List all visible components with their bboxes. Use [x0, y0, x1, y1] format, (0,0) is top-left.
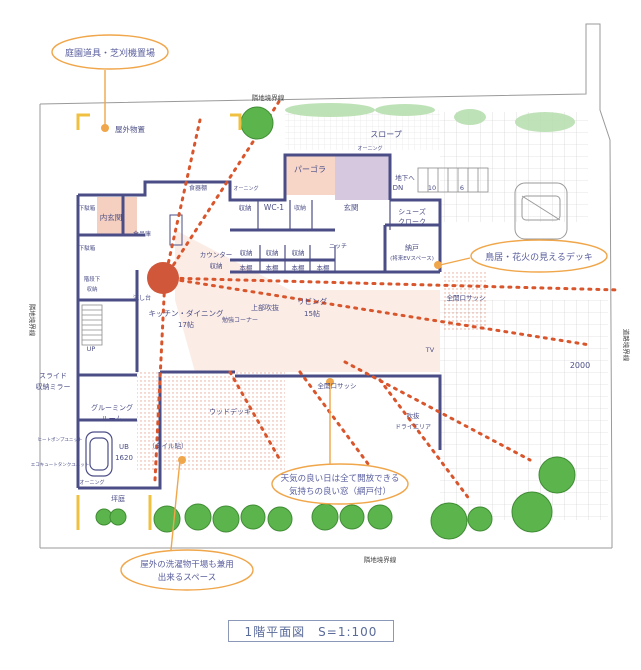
storage-label-2: 収納 — [294, 204, 306, 212]
dim-2000-label: 2000 — [570, 361, 590, 370]
callout-deck-text: 鳥居・花火の見えるデッキ — [485, 251, 593, 263]
full-sash-bottom-label: 全開口サッシ — [318, 381, 357, 390]
storage-label-5: 収納 — [292, 248, 305, 257]
viewpoint-marker — [147, 262, 179, 294]
drawing-title: 1階平面図 S=1:100 — [228, 620, 394, 642]
up-label: UP — [87, 345, 96, 353]
ub-label-2: 1620 — [115, 454, 133, 462]
storage-ev-label-2: (将来EVスペース) — [390, 254, 434, 262]
top-grid-strip — [285, 110, 440, 150]
tv-label: TV — [425, 346, 435, 354]
kitchen-label-1: キッチン・ダイニング — [149, 308, 224, 318]
callout-garden-tools: 庭園道具・芝刈機置場 — [51, 34, 169, 70]
slope-label: スロープ — [370, 130, 402, 139]
boundary-right-label: 道路境界線 — [622, 329, 631, 362]
storage-label-3: 収納 — [240, 248, 253, 257]
counter-label-1: カウンター — [200, 250, 233, 259]
stair-storage-label: 収納 — [86, 285, 98, 293]
counter-label-2: 収納 — [210, 261, 223, 270]
living-label-2: 15帖 — [304, 309, 320, 318]
callout-window-line1: 天気の良い日は全て開放できる — [281, 473, 400, 484]
step10-label: 10 — [428, 184, 436, 192]
storage-label-4: 収納 — [266, 248, 279, 257]
trees — [95, 106, 576, 540]
sink-label: 流し台 — [133, 294, 151, 302]
callout-laundry: 屋外の洗濯物干場も兼用 出来るスペース — [120, 549, 254, 591]
hedge — [285, 103, 575, 132]
callout-window: 天気の良い日は全て開放できる 気持ちの良い窓（網戸付） — [271, 463, 409, 505]
atrium-label-1: 吹抜 — [407, 411, 421, 420]
grooming-label-1: グルーミング — [91, 403, 133, 412]
basement-label: 地下へ — [395, 173, 415, 182]
tile-label: （タイル貼） — [149, 441, 188, 450]
car-icon — [514, 182, 568, 240]
slide-mirror-label-1: スライド — [39, 372, 67, 380]
callout-laundry-line2: 出来るスペース — [158, 572, 216, 583]
heat-pump-label: ヒートポンプユニット — [38, 436, 83, 443]
callout-pointers — [104, 70, 471, 561]
boundary-bottom-label: 隣地境界線 — [364, 555, 397, 564]
ecocute-label: エコキュートタンクユニット — [31, 461, 90, 468]
callout-window-line2: 気持ちの良い窓（網戸付） — [289, 486, 391, 497]
awning-label-1: オーニング — [233, 185, 258, 192]
closet-label-2: 本棚 — [266, 263, 280, 272]
stairs — [81, 167, 489, 346]
wood-deck-label: ウッドデッキ — [209, 407, 251, 416]
entrance-label: 玄関 — [344, 202, 359, 212]
wc-label: WC-1 — [264, 203, 284, 212]
atrium-label-2: ドライエリア — [395, 424, 431, 431]
study-label: 勉強コーナー — [222, 316, 258, 324]
callout-garden-tools-text: 庭園道具・芝刈機置場 — [65, 47, 155, 59]
thin-walls — [257, 200, 391, 272]
kitchen-counter — [169, 214, 183, 246]
shoe-box-label: 下駄箱 — [79, 204, 96, 212]
food-storage-label: 食器棚 — [189, 184, 207, 192]
callout-deck: 鳥居・花火の見えるデッキ — [470, 239, 608, 273]
room-labels: 屋外物置 パーゴラ スロープ 地下へ DN 10 6 玄関 シューズ クローク … — [31, 124, 590, 503]
bathtub — [85, 431, 113, 477]
stair-down-label: 階段下 — [84, 275, 101, 283]
ub-label-1: UB — [119, 443, 129, 451]
site-outline — [39, 23, 613, 549]
closet-label-4: 本棚 — [317, 263, 331, 272]
living-label-1: リビング — [297, 296, 327, 306]
step6-label: 6 — [460, 184, 464, 192]
pergola-label: パーゴラ — [294, 164, 326, 174]
shoes-label-1: シューズ — [398, 207, 426, 216]
upper-open-label: 上部吹抜 — [251, 303, 279, 312]
awning-label-3: オーニング — [79, 479, 104, 486]
outdoor-storage-frame — [76, 113, 242, 530]
pantry-label: 食品庫 — [133, 230, 151, 238]
drawing-title-text: 1階平面図 S=1:100 — [244, 624, 378, 639]
dn-label: DN — [393, 184, 404, 192]
boundary-top-label: 隣地境界線 — [252, 93, 285, 102]
shelf-label: 下駄箱 — [79, 244, 96, 252]
grooming-label-2: ルーム — [102, 415, 123, 423]
walls — [76, 153, 442, 490]
closet-label-1: 本棚 — [240, 263, 254, 272]
parking-grid-area — [440, 300, 608, 520]
inner-entrance-label: 内玄関 — [100, 212, 123, 222]
full-sash-top-label: 全開口サッシ — [447, 293, 486, 302]
storage-ev-label-1: 納戸 — [405, 243, 419, 252]
callout-laundry-line1: 屋外の洗濯物干場も兼用 — [140, 559, 234, 570]
slope-grid-area — [440, 112, 588, 222]
slide-mirror-label-2: 収納ミラー — [36, 382, 71, 391]
outdoor-storage-label: 屋外物置 — [115, 124, 145, 134]
closet-label-3: 本棚 — [292, 263, 306, 272]
shoes-label-2: クローク — [398, 218, 426, 226]
storage-label-1: 収納 — [239, 203, 252, 212]
kitchen-label-2: 17帖 — [178, 320, 194, 329]
tsubo-niwa-label: 坪庭 — [111, 494, 125, 503]
boundary-left-label: 隣地境界線 — [28, 304, 37, 337]
awning-label-2: オーニング — [357, 145, 382, 152]
niche-label: ニッチ — [329, 243, 347, 250]
callout-dots — [101, 124, 442, 464]
